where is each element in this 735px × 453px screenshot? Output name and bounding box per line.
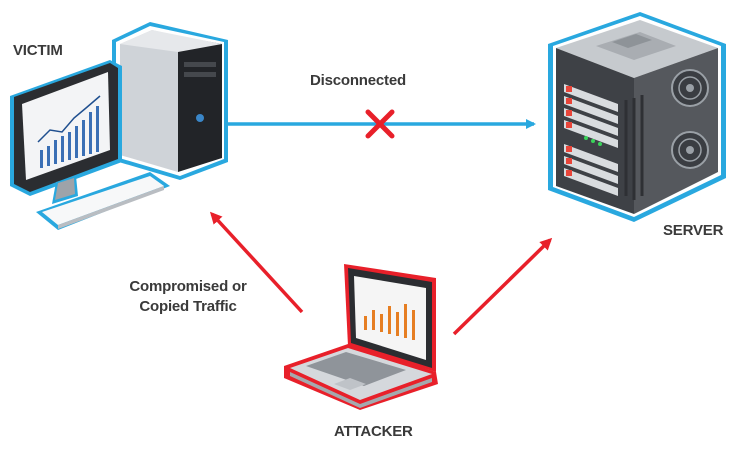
- compromised-label-line2: Copied Traffic: [139, 298, 237, 315]
- victim-computer-icon: [10, 22, 228, 230]
- x-mark-icon: [365, 109, 395, 139]
- server-label: SERVER: [663, 222, 724, 239]
- attack-arrow-to-victim: [209, 211, 304, 314]
- victim-label: VICTIM: [13, 42, 63, 59]
- attacker-label: ATTACKER: [334, 423, 413, 440]
- drive-bays: [564, 84, 618, 196]
- server-vents: [624, 95, 644, 200]
- compromised-traffic-label: Compromised or Copied Traffic: [118, 277, 258, 317]
- attack-arrow-to-server: [452, 237, 553, 336]
- disconnected-label: Disconnected: [310, 72, 406, 89]
- attacker-laptop-icon: [284, 264, 438, 410]
- fan-icon: [671, 69, 709, 169]
- server-icon: [548, 12, 726, 222]
- compromised-label-line1: Compromised or: [129, 278, 247, 295]
